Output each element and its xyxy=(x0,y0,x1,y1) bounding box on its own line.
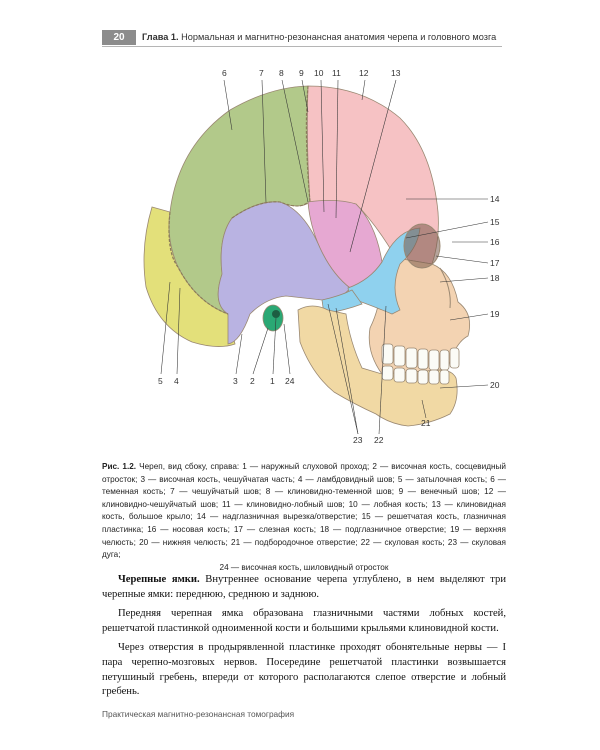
paragraph-1: Черепные ямки. Внутреннее основание чере… xyxy=(102,573,506,602)
callout-15: 15 xyxy=(490,217,500,227)
callout-22: 22 xyxy=(374,435,384,445)
figure-caption: Рис. 1.2. Череп, вид сбоку, справа: 1 — … xyxy=(102,461,506,574)
callout-13: 13 xyxy=(391,68,401,78)
callout-1: 1 xyxy=(270,376,275,386)
callout-24: 24 xyxy=(285,376,295,386)
chapter-title: Нормальная и магнитно-резонансная анатом… xyxy=(181,32,497,42)
mandible xyxy=(297,305,458,427)
callout-12: 12 xyxy=(359,68,369,78)
callout-20: 20 xyxy=(490,380,500,390)
callout-4: 4 xyxy=(174,376,179,386)
squamous-suture xyxy=(231,201,309,219)
caption-label: Рис. 1.2. xyxy=(102,462,137,471)
skull-illustration: 6 7 8 9 10 11 12 13 14 15 16 17 18 19 20… xyxy=(143,68,500,445)
nasal-aperture xyxy=(439,267,451,309)
teeth xyxy=(381,343,460,385)
external-acoustic-meatus xyxy=(272,310,280,318)
callout-9: 9 xyxy=(299,68,304,78)
callout-2: 2 xyxy=(250,376,255,386)
callout-8: 8 xyxy=(279,68,284,78)
caption-last-line: 24 — височная кость, шиловидный отросток xyxy=(219,562,389,572)
paragraph-3: Через отверстия в продырявленной пластин… xyxy=(102,642,506,698)
running-head: Глава 1. Нормальная и магнитно-резонансн… xyxy=(142,30,496,45)
callout-18: 18 xyxy=(490,273,500,283)
header-rule xyxy=(102,46,502,47)
callout-10: 10 xyxy=(314,68,324,78)
lambdoid-suture xyxy=(168,211,229,315)
callout-21: 21 xyxy=(421,418,431,428)
running-footer: Практическая магнитно-резонансная томогр… xyxy=(102,709,295,719)
callout-23: 23 xyxy=(353,435,363,445)
coronal-suture xyxy=(305,85,311,203)
page-number: 20 xyxy=(102,30,136,45)
callout-6: 6 xyxy=(222,68,227,78)
callout-5: 5 xyxy=(158,376,163,386)
leader-lines xyxy=(160,79,489,435)
paragraph-1-text: Внутреннее основание черепа углублено, в… xyxy=(102,574,507,600)
chapter-number: Глава 1. xyxy=(142,32,179,42)
paragraph-2: Передняя черепная ямка образована глазни… xyxy=(102,608,506,634)
callout-19: 19 xyxy=(490,309,500,319)
caption-text: Череп, вид сбоку, справа: 1 — наружный с… xyxy=(102,462,506,560)
callout-3: 3 xyxy=(233,376,238,386)
callout-16: 16 xyxy=(490,237,500,247)
mastoid-process xyxy=(262,304,284,332)
body-text: Черепные ямки. Внутреннее основание чере… xyxy=(102,573,506,700)
callout-7: 7 xyxy=(259,68,264,78)
orbit-rim xyxy=(403,223,441,269)
paragraph-1-runin: Черепные ямки. xyxy=(118,574,200,585)
temporal-bone-squama xyxy=(217,201,351,345)
callout-17: 17 xyxy=(490,258,500,268)
callout-11: 11 xyxy=(332,68,341,78)
orbit xyxy=(404,224,440,268)
callout-14: 14 xyxy=(490,194,500,204)
skull-figure: 6 7 8 9 10 11 12 13 14 15 16 17 18 19 20… xyxy=(100,52,510,452)
